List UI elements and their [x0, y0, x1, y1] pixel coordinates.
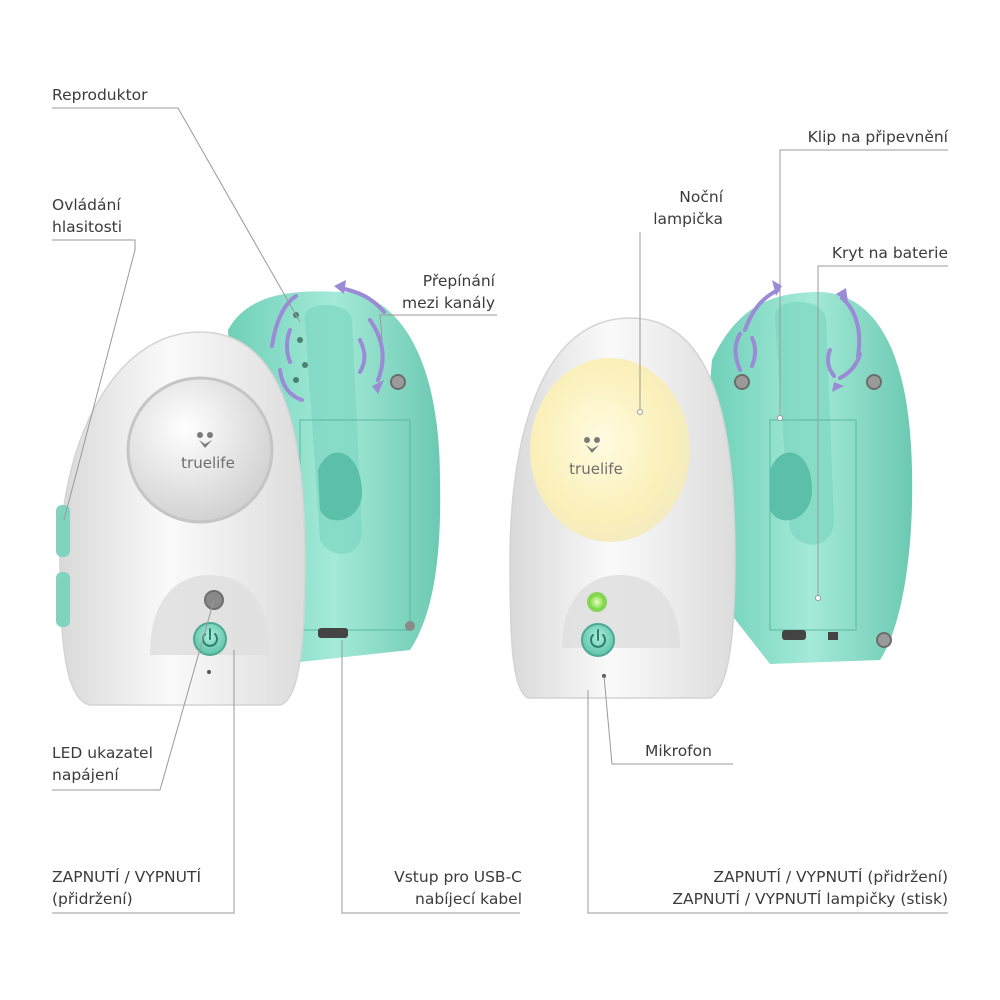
- label-line-2: ZAPNUTÍ / VYPNUTÍ lampičky (stisk): [672, 890, 948, 908]
- label-reproduktor-text: Reproduktor: [52, 86, 148, 104]
- label-line-1: Přepínání: [422, 272, 495, 290]
- brand-logo-right: truelife: [569, 460, 623, 478]
- label-ovladani-hlasitosti: Ovládání hlasitosti: [52, 194, 122, 238]
- label-klip-text: Klip na připevnění: [807, 128, 948, 146]
- label-mikrofon: Mikrofon: [645, 740, 712, 762]
- brand-logo-left: truelife: [181, 454, 235, 472]
- label-line-1: LED ukazatel: [52, 744, 153, 762]
- label-zapnuti-right: ZAPNUTÍ / VYPNUTÍ (přidržení) ZAPNUTÍ / …: [672, 866, 948, 910]
- label-kryt-baterie: Kryt na baterie: [832, 242, 948, 264]
- power-icon: [590, 629, 606, 648]
- label-line-1: Noční: [679, 188, 723, 206]
- leader-lines: [52, 107, 948, 914]
- rotate-arrow-icon: [270, 286, 386, 402]
- label-line-2: napájení: [52, 766, 119, 784]
- label-mikrofon-text: Mikrofon: [645, 742, 712, 760]
- label-line-2: lampička: [653, 210, 723, 228]
- truelife-logo-icon: [584, 437, 600, 453]
- label-line-1: Ovládání: [52, 196, 121, 214]
- label-line-2: (přidržení): [52, 890, 133, 908]
- rotate-arrow-icon: [733, 288, 862, 380]
- label-usb-c: Vstup pro USB-C nabíjecí kabel: [394, 866, 522, 910]
- label-line-1: ZAPNUTÍ / VYPNUTÍ (přidržení): [713, 868, 948, 886]
- label-prepinani-kanalu: Přepínání mezi kanály: [402, 270, 495, 314]
- label-nocni-lampicka: Noční lampička: [653, 186, 723, 230]
- label-line-1: ZAPNUTÍ / VYPNUTÍ: [52, 868, 202, 886]
- label-line-2: nabíjecí kabel: [415, 890, 522, 908]
- label-line-2: mezi kanály: [401, 294, 495, 312]
- night-light: [530, 358, 690, 542]
- right-back-unit: [709, 292, 913, 664]
- label-klip: Klip na připevnění: [808, 126, 948, 148]
- label-line-2: hlasitosti: [52, 218, 123, 236]
- label-led-ukazatel: LED ukazatel napájení: [52, 742, 153, 786]
- left-front-unit: [56, 331, 306, 706]
- label-reproduktor: Reproduktor: [52, 84, 148, 106]
- right-front-unit: [509, 317, 736, 699]
- label-kryt-text: Kryt na baterie: [831, 244, 948, 262]
- label-zapnuti-left: ZAPNUTÍ / VYPNUTÍ (přidržení): [52, 866, 201, 910]
- label-line-1: Vstup pro USB-C: [394, 868, 522, 886]
- truelife-logo-icon: [197, 432, 213, 448]
- led-indicator: [587, 592, 607, 612]
